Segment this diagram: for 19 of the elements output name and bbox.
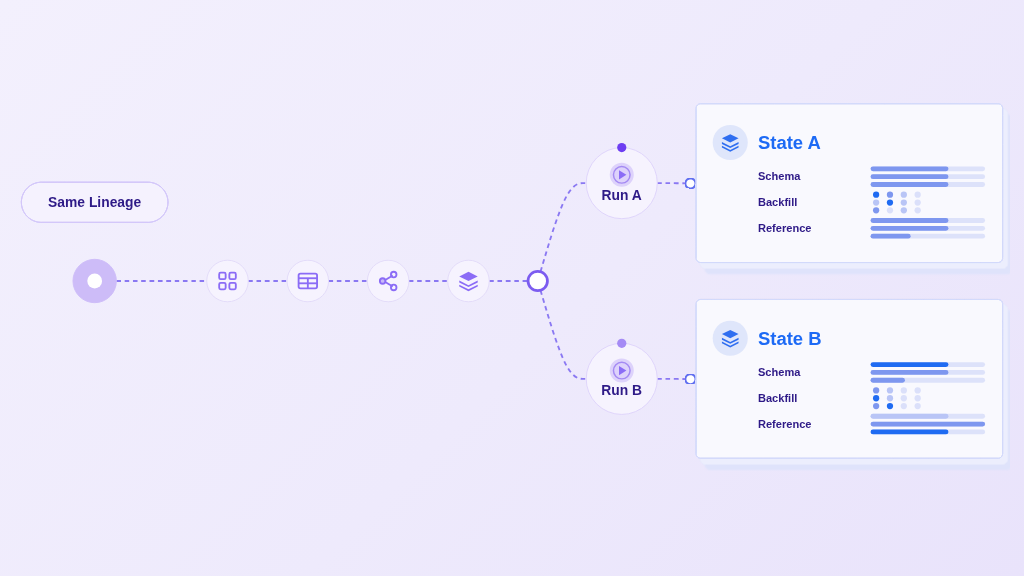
- run-label: Run B: [601, 382, 643, 399]
- dashed-connector: [539, 182, 588, 273]
- column-heading: Backfill: [757, 391, 798, 405]
- dashed-connector: [539, 289, 588, 380]
- column-heading: Reference: [757, 417, 812, 431]
- dashed-connector: [656, 177, 698, 190]
- column-heading: Backfill: [757, 196, 798, 209]
- state-title: State B: [757, 328, 822, 349]
- dashed-connector: [488, 280, 529, 282]
- dashed-connector: [327, 280, 369, 282]
- lineage-label: Same Lineage: [48, 193, 142, 210]
- state-title: State A: [757, 132, 821, 153]
- dashed-connector: [247, 280, 288, 282]
- column-heading: Schema: [757, 365, 801, 379]
- column-heading: Reference: [757, 221, 812, 235]
- column-heading: Schema: [757, 170, 801, 184]
- run-label: Run A: [601, 186, 642, 203]
- dashed-connector: [408, 280, 449, 282]
- dashed-connector: [656, 373, 698, 386]
